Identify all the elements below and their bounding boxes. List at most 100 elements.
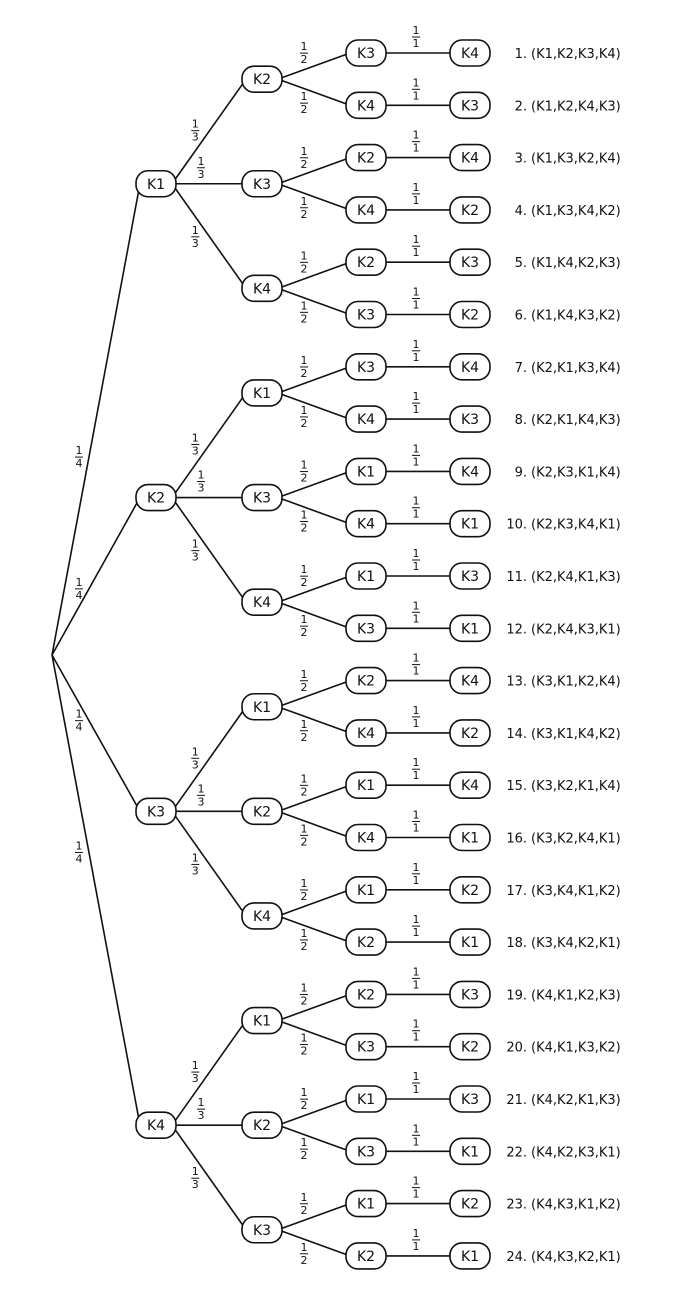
tree-node-k2-k3: K3 [241, 483, 283, 512]
tree-node-k4-k1-k2-k3: K3 [449, 980, 491, 1009]
probability-denominator: 1 [413, 769, 420, 782]
tree-node-k1-k2: K2 [241, 65, 283, 93]
branch-edge-k2-k3-k4 [277, 496, 351, 525]
node-outline [449, 196, 491, 224]
node-label: K1 [461, 517, 479, 533]
probability-denominator: 2 [301, 1204, 308, 1217]
probability-numerator: 1 [301, 982, 308, 995]
probability-denominator: 2 [301, 522, 308, 535]
probability-numerator: 1 [198, 155, 205, 168]
outcome-sequence: (K3,K2,K1,K4) [531, 779, 621, 794]
node-label: K4 [461, 151, 479, 167]
probability-numerator: 1 [75, 708, 82, 721]
probability-denominator: 3 [192, 1178, 199, 1191]
probability-numerator: 1 [413, 1227, 420, 1240]
branch-edge-k1-k4 [171, 183, 247, 289]
probability-numerator: 1 [413, 547, 420, 560]
probability-label-k3: 14 [74, 708, 83, 734]
outcome-index: 16. [506, 832, 527, 847]
probability-numerator: 1 [413, 442, 420, 455]
outcome-item: 21.(K4,K2,K1,K3) [506, 1093, 620, 1108]
tree-node-k3: K3 [135, 797, 177, 826]
outcome-sequence: (K3,K1,K2,K4) [531, 675, 621, 690]
node-label: K1 [357, 778, 375, 794]
probability-denominator: 2 [301, 626, 308, 639]
branch-edge-k3-k2-k1 [277, 784, 351, 813]
tree-node-k2: K2 [135, 483, 177, 512]
node-label: K1 [357, 1092, 375, 1108]
probability-label-k2-k4-k3: 12 [300, 613, 308, 639]
tree-node-k4-k3-k1: K1 [345, 1189, 387, 1218]
probability-label-k4-k2-k1-k3: 11 [412, 1070, 420, 1096]
node-label: K3 [461, 1092, 479, 1108]
tree-node-k2-k4: K4 [241, 588, 283, 616]
probability-label-k1-k4: 13 [191, 224, 200, 250]
probability-denominator: 1 [413, 142, 420, 155]
node-outline [345, 666, 387, 695]
outcome-item: 10.(K2,K3,K4,K1) [506, 518, 620, 533]
tree-node-k4-k3-k1-k2: K2 [449, 1189, 491, 1218]
node-outline [449, 875, 491, 904]
probability-label-k2-k3: 13 [197, 469, 205, 495]
probability-label-k2-k3-k1-k4: 11 [412, 442, 420, 468]
branch-edge-k3-k1-k2 [277, 679, 351, 708]
tree-node-k1-k2-k3: K3 [345, 39, 387, 67]
node-outline [345, 1189, 387, 1218]
probability-denominator: 2 [301, 417, 308, 430]
node-outline [449, 143, 491, 172]
node-outline [449, 1085, 491, 1113]
branch-edge-k4-k3 [171, 1124, 247, 1231]
probability-label-k1-k3: 13 [197, 155, 205, 181]
node-label: K1 [357, 883, 375, 899]
outcome-index: 11. [506, 570, 527, 585]
tree-node-k1-k3-k2-k4: K4 [449, 143, 491, 172]
probability-denominator: 3 [192, 551, 199, 564]
probability-label-k2-k1-k4-k3: 11 [412, 390, 420, 416]
tree-node-k4-k1-k3-k2: K2 [449, 1032, 491, 1061]
probability-numerator: 1 [301, 1032, 308, 1045]
probability-numerator: 1 [301, 772, 308, 785]
probability-numerator: 1 [192, 538, 199, 551]
outcome-item: 12.(K2,K4,K3,K1) [506, 622, 620, 637]
node-outline [241, 379, 283, 407]
probability-numerator: 1 [75, 576, 82, 589]
tree-node-k1: K1 [135, 169, 177, 198]
probability-label-k4-k1-k3-k2: 11 [412, 1018, 420, 1044]
tree-node-k3-k2-k1-k4: K4 [449, 771, 491, 800]
tree-node-k1-k2-k3-k4: K4 [449, 39, 491, 67]
node-label: K4 [461, 778, 479, 794]
tree-node-k2-k1-k4-k3: K3 [449, 405, 491, 433]
node-outline [449, 457, 491, 486]
node-label: K4 [357, 831, 375, 847]
outcome-item: 1.(K1,K2,K3,K4) [515, 47, 621, 62]
probability-denominator: 1 [413, 717, 420, 730]
probability-numerator: 1 [413, 286, 420, 299]
node-label: K2 [253, 72, 271, 88]
node-outline [449, 91, 491, 120]
probability-denominator: 3 [198, 1109, 205, 1122]
tree-node-k3-k1: K1 [241, 692, 283, 721]
node-outline [449, 614, 491, 643]
probability-denominator: 1 [413, 351, 420, 364]
node-label: K3 [357, 46, 375, 62]
probability-denominator: 2 [301, 1045, 308, 1058]
tree-node-k2-k1-k3-k4: K4 [449, 352, 491, 381]
tree-node-k4: K4 [135, 1111, 177, 1139]
tree-node-k1-k4-k3-k2: K2 [449, 300, 491, 329]
outcome-list: 1.(K1,K2,K3,K4)2.(K1,K2,K4,K3)3.(K1,K3,K… [506, 47, 620, 1265]
probability-numerator: 1 [301, 877, 308, 890]
branch-edge-k2-k4 [171, 497, 247, 603]
node-outline [345, 1137, 387, 1166]
probability-label-k1-k3-k4-k2: 11 [412, 181, 420, 207]
node-label: K4 [147, 1118, 165, 1134]
outcome-item: 16.(K3,K2,K4,K1) [506, 832, 620, 847]
probability-label-k3-k2: 13 [197, 782, 205, 808]
probability-label-k2-k1-k3-k4: 11 [412, 338, 420, 364]
probability-label-k2-k3-k1: 12 [300, 459, 308, 485]
probability-numerator: 1 [413, 809, 420, 822]
node-outline [449, 1189, 491, 1218]
probability-label-k3-k1-k4-k2: 11 [412, 704, 420, 730]
branch-edge-k2 [51, 497, 141, 656]
probability-label-k3-k2-k4: 12 [300, 822, 308, 848]
tree-node-k2-k4-k3-k1: K1 [449, 614, 491, 643]
